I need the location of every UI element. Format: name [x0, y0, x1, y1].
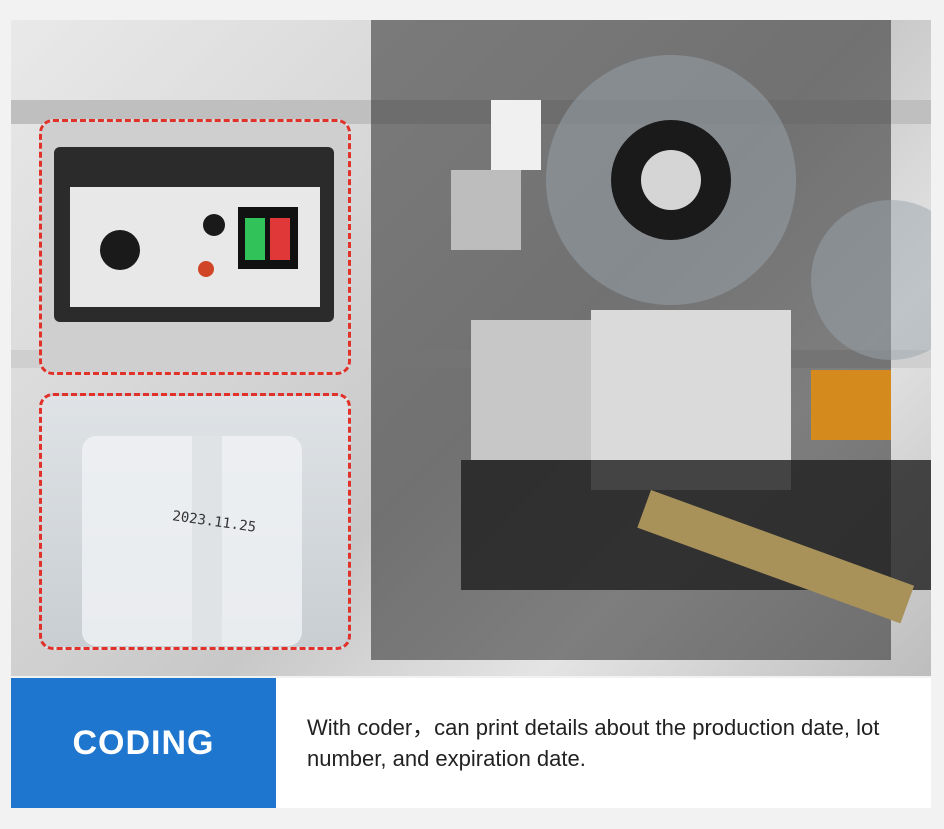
feature-description-panel: With coder，can print details about the p…	[276, 678, 931, 808]
transparent-bag-illustration	[82, 436, 302, 646]
feature-label-panel: CODING	[11, 678, 276, 808]
feature-description: With coder，can print details about the p…	[307, 715, 880, 771]
controller-box-illustration	[42, 122, 348, 372]
coder-machine-illustration	[11, 20, 931, 660]
temperature-controller-inset	[39, 119, 351, 375]
printed-bag-inset: 2023.11.25	[39, 393, 351, 650]
coder-machine-photo: 2023.11.25	[11, 20, 931, 676]
feature-title: CODING	[72, 723, 215, 762]
